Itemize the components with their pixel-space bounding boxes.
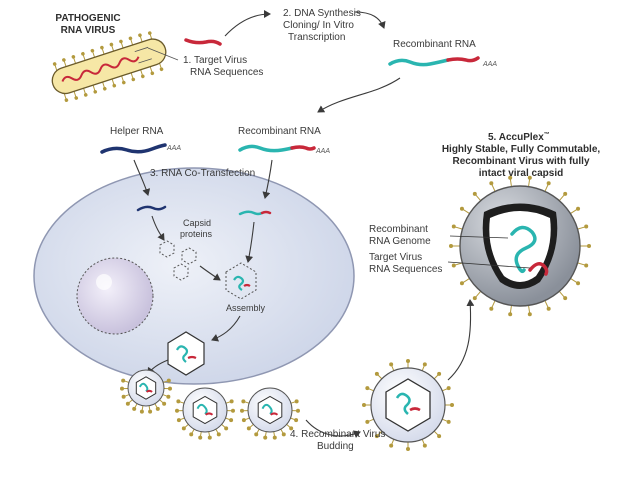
target-label-line1: Target Virus	[369, 252, 422, 263]
poly-a-tail-helper: AAA	[166, 145, 181, 152]
pathogenic-virus: PATHOGENIC RNA VIRUS	[51, 13, 263, 102]
released-virion	[362, 359, 454, 451]
step5-line4: intact viral capsid	[479, 168, 563, 179]
accuplex-virion	[449, 175, 591, 317]
target-rna-segment	[184, 38, 222, 46]
step1-label-line2: RNA Sequences	[190, 67, 263, 78]
arrow-assembly-to-capsid	[211, 315, 241, 342]
nucleus	[76, 257, 154, 335]
pathogen-title-line2: RNA VIRUS	[61, 25, 116, 36]
capsid-label-line1: Capsid	[183, 218, 211, 228]
arrow-budding-to-released	[305, 419, 361, 438]
arrow-recombinant-into-cell	[262, 159, 273, 199]
genome-label-line1: Recombinant	[369, 224, 428, 235]
step5-line2: Highly Stable, Fully Commutable,	[442, 144, 601, 155]
budding-virions	[120, 369, 300, 440]
capsid-protein-hexagons	[159, 240, 197, 281]
target-label-line2: RNA Sequences	[369, 264, 442, 275]
arrow-released-to-accuplex	[447, 299, 475, 381]
step5-line3: Recombinant Virus with fully	[452, 156, 589, 167]
helper-rna-in-cell	[136, 205, 167, 212]
step3-label: 3. RNA Co-Transfection	[150, 168, 255, 179]
step2-label-line1: 2. DNA Synthesis	[283, 8, 361, 19]
arrow-step1-to-step2	[224, 10, 271, 37]
arrow-step2-to-recombinant	[354, 11, 386, 29]
pathogen-title-line1: PATHOGENIC	[55, 13, 120, 24]
budding-virion	[240, 387, 300, 440]
arrow-helper-into-cell	[133, 159, 151, 196]
budding-virion	[120, 369, 172, 414]
step5-title: 5. AccuPlex™	[488, 131, 550, 143]
poly-a-tail-mid: AAA	[315, 148, 330, 155]
budding-virion	[175, 387, 235, 440]
step4-label-line1: 4. Recombinant Virus	[290, 429, 385, 440]
arrow-to-assembly	[199, 265, 221, 281]
genome-label-line2: RNA Genome	[369, 236, 431, 247]
recombinant-rna-mid-strand: AAA	[238, 144, 330, 155]
arrow-recombinant-to-assembly	[245, 221, 255, 263]
trademark-symbol: ™	[544, 131, 550, 138]
step4-label-line2: Budding	[317, 441, 354, 452]
step1-label-line1: 1. Target Virus	[183, 55, 247, 66]
assembly-label: Assembly	[226, 303, 266, 313]
helper-rna-strand: AAA	[100, 143, 181, 154]
arrow-to-capsid-proteins	[151, 215, 165, 241]
step5-title-text: 5. AccuPlex	[488, 132, 544, 143]
recombinant-rna-mid-label: Recombinant RNA	[238, 126, 321, 137]
host-cell	[33, 167, 355, 385]
capsid-label-line2: proteins	[180, 229, 213, 239]
assembled-capsid	[167, 331, 205, 376]
assembling-capsid	[225, 262, 257, 300]
recombinant-rna-top-strand: AAA	[388, 56, 497, 68]
recombinant-rna-top-label: Recombinant RNA	[393, 39, 476, 50]
arrow-to-transfection	[317, 77, 401, 113]
poly-a-tail-top: AAA	[482, 61, 497, 68]
step2-label-line2: Cloning/ In Vitro	[283, 20, 354, 31]
helper-rna-label: Helper RNA	[110, 126, 164, 137]
step2-label-line3: Transcription	[288, 32, 345, 43]
